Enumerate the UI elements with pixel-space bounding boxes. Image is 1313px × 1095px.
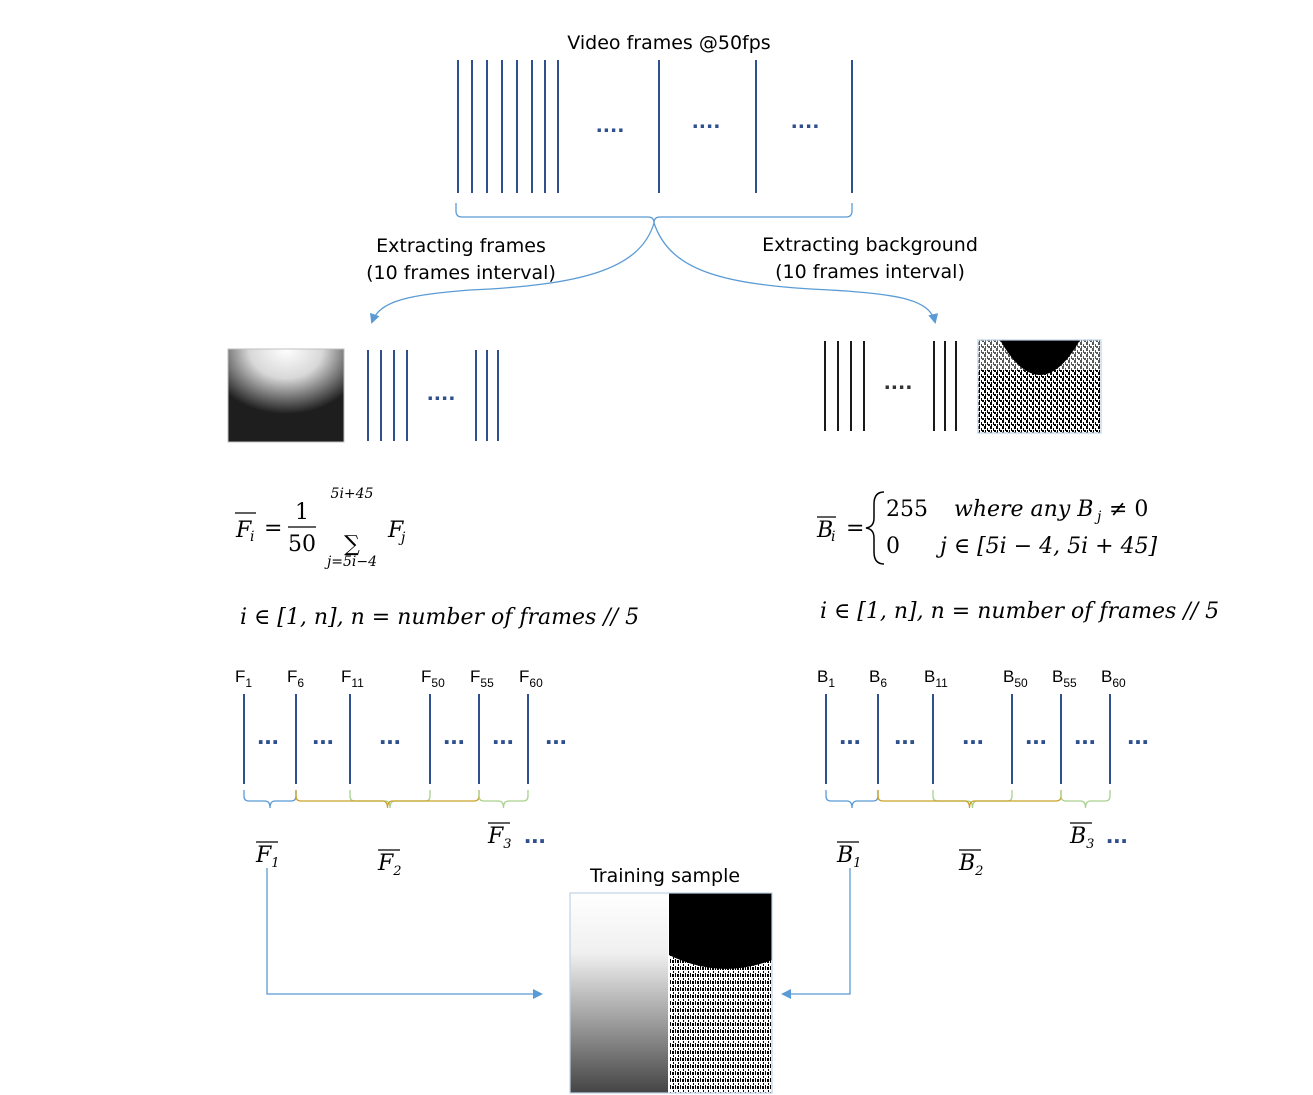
left-branch-arrow xyxy=(370,222,655,324)
f-sum-bottom: j=5i−4 xyxy=(324,554,377,570)
right-label-6: B60 xyxy=(1101,667,1126,690)
f-num: 1 xyxy=(295,500,309,525)
left-label-6: F60 xyxy=(519,667,543,690)
right-label-2: B6 xyxy=(869,667,887,690)
right-avg-label-2: B2 xyxy=(958,851,983,879)
right-dots-5: ... xyxy=(1074,720,1096,750)
right-label-1: B1 xyxy=(817,667,835,690)
b-case2-cond: j ∈ [5i − 4, 5i + 45] xyxy=(935,534,1158,559)
left-label-3: F11 xyxy=(341,667,364,690)
left-dots-6: ... xyxy=(545,720,567,750)
b-case1-tail: ≠ 0 xyxy=(1109,497,1148,522)
extracted-dots: .... xyxy=(427,383,456,405)
b-case1-sub: j xyxy=(1094,509,1102,525)
right-branch-arrow xyxy=(653,222,939,324)
frame-average-formula: F i = 1 50 ∑ 5i+45 j=5i−4 F j xyxy=(235,486,406,570)
top-brace xyxy=(455,203,853,224)
b-case1-val: 255 xyxy=(886,497,928,522)
left-trailing-dots: ... xyxy=(524,819,546,849)
b-eq: = xyxy=(846,516,864,541)
left-dots-1: ... xyxy=(257,720,279,750)
extract-frames-interval: (10 frames interval) xyxy=(366,262,556,284)
background-formula: B i = 255 where any B j ≠ 0 0 j ∈ [5i − … xyxy=(816,491,1158,565)
right-label-4: B50 xyxy=(1003,667,1028,690)
extracted-frame-image xyxy=(227,348,345,443)
extract-frames-label: Extracting frames xyxy=(376,235,546,257)
left-label-4: F50 xyxy=(421,667,445,690)
right-brace-2 xyxy=(932,790,1013,809)
right-dots-2: ... xyxy=(894,720,916,750)
f-sum: ∑ xyxy=(344,532,360,557)
dots-3: .... xyxy=(791,111,820,133)
right-avg-label-3: B3 xyxy=(1069,824,1094,852)
f-lhs: F xyxy=(235,518,252,543)
background-frame-lines xyxy=(824,341,957,431)
left-dots-5: ... xyxy=(492,720,514,750)
extract-background-interval: (10 frames interval) xyxy=(775,261,965,283)
left-brace-1 xyxy=(243,790,297,809)
left-to-training-arrow xyxy=(266,868,543,999)
right-label-5: B55 xyxy=(1052,667,1077,690)
training-sample-image xyxy=(569,892,773,1094)
right-brace-3 xyxy=(877,790,1062,809)
right-dots-3: ... xyxy=(962,720,984,750)
b-lhs: B xyxy=(816,518,833,543)
video-frames-title: Video frames @50fps xyxy=(567,32,770,54)
range-left: i ∈ [1, n], n = number of frames // 5 xyxy=(240,605,639,630)
f-term-sub: j xyxy=(398,530,406,546)
extracted-frame-lines xyxy=(367,350,499,441)
left-label-2: F6 xyxy=(287,667,304,690)
background-mask-image xyxy=(977,339,1102,434)
f-sum-top: 5i+45 xyxy=(331,486,374,502)
left-brace-2 xyxy=(349,790,431,809)
b-lhs-sub: i xyxy=(831,529,835,545)
dots-1: .... xyxy=(596,115,625,137)
right-dots-6: ... xyxy=(1127,720,1149,750)
right-brace-4 xyxy=(1060,790,1111,809)
b-case2-val: 0 xyxy=(886,534,900,559)
range-right: i ∈ [1, n], n = number of frames // 5 xyxy=(820,599,1219,624)
left-avg-label-2: F2 xyxy=(377,851,402,879)
b-case1-cond: where any B xyxy=(954,497,1093,522)
right-avg-label-1: B1 xyxy=(836,843,861,871)
left-brace-4 xyxy=(478,790,529,809)
left-label-1: F1 xyxy=(235,667,252,690)
background-dots: .... xyxy=(884,372,913,394)
right-brace-1 xyxy=(825,790,879,809)
f-eq: = xyxy=(264,516,282,541)
f-den: 50 xyxy=(288,532,316,557)
right-dots-1: ... xyxy=(839,720,861,750)
video-frame-lines xyxy=(457,60,853,193)
right-trailing-dots: ... xyxy=(1106,819,1128,849)
left-dots-3: ... xyxy=(379,720,401,750)
left-dots-4: ... xyxy=(443,720,465,750)
left-avg-label-3: F3 xyxy=(487,824,512,852)
f-lhs-sub: i xyxy=(250,529,254,545)
left-label-5: F55 xyxy=(470,667,494,690)
training-sample-title: Training sample xyxy=(589,865,740,887)
dots-2: .... xyxy=(692,111,721,133)
left-brace-3 xyxy=(295,790,480,809)
left-avg-label-1: F1 xyxy=(255,843,280,871)
extract-background-label: Extracting background xyxy=(762,234,978,256)
left-dots-2: ... xyxy=(312,720,334,750)
right-label-3: B11 xyxy=(924,667,948,690)
right-to-training-arrow xyxy=(781,868,851,999)
f-term: F xyxy=(387,518,404,543)
right-dots-4: ... xyxy=(1025,720,1047,750)
